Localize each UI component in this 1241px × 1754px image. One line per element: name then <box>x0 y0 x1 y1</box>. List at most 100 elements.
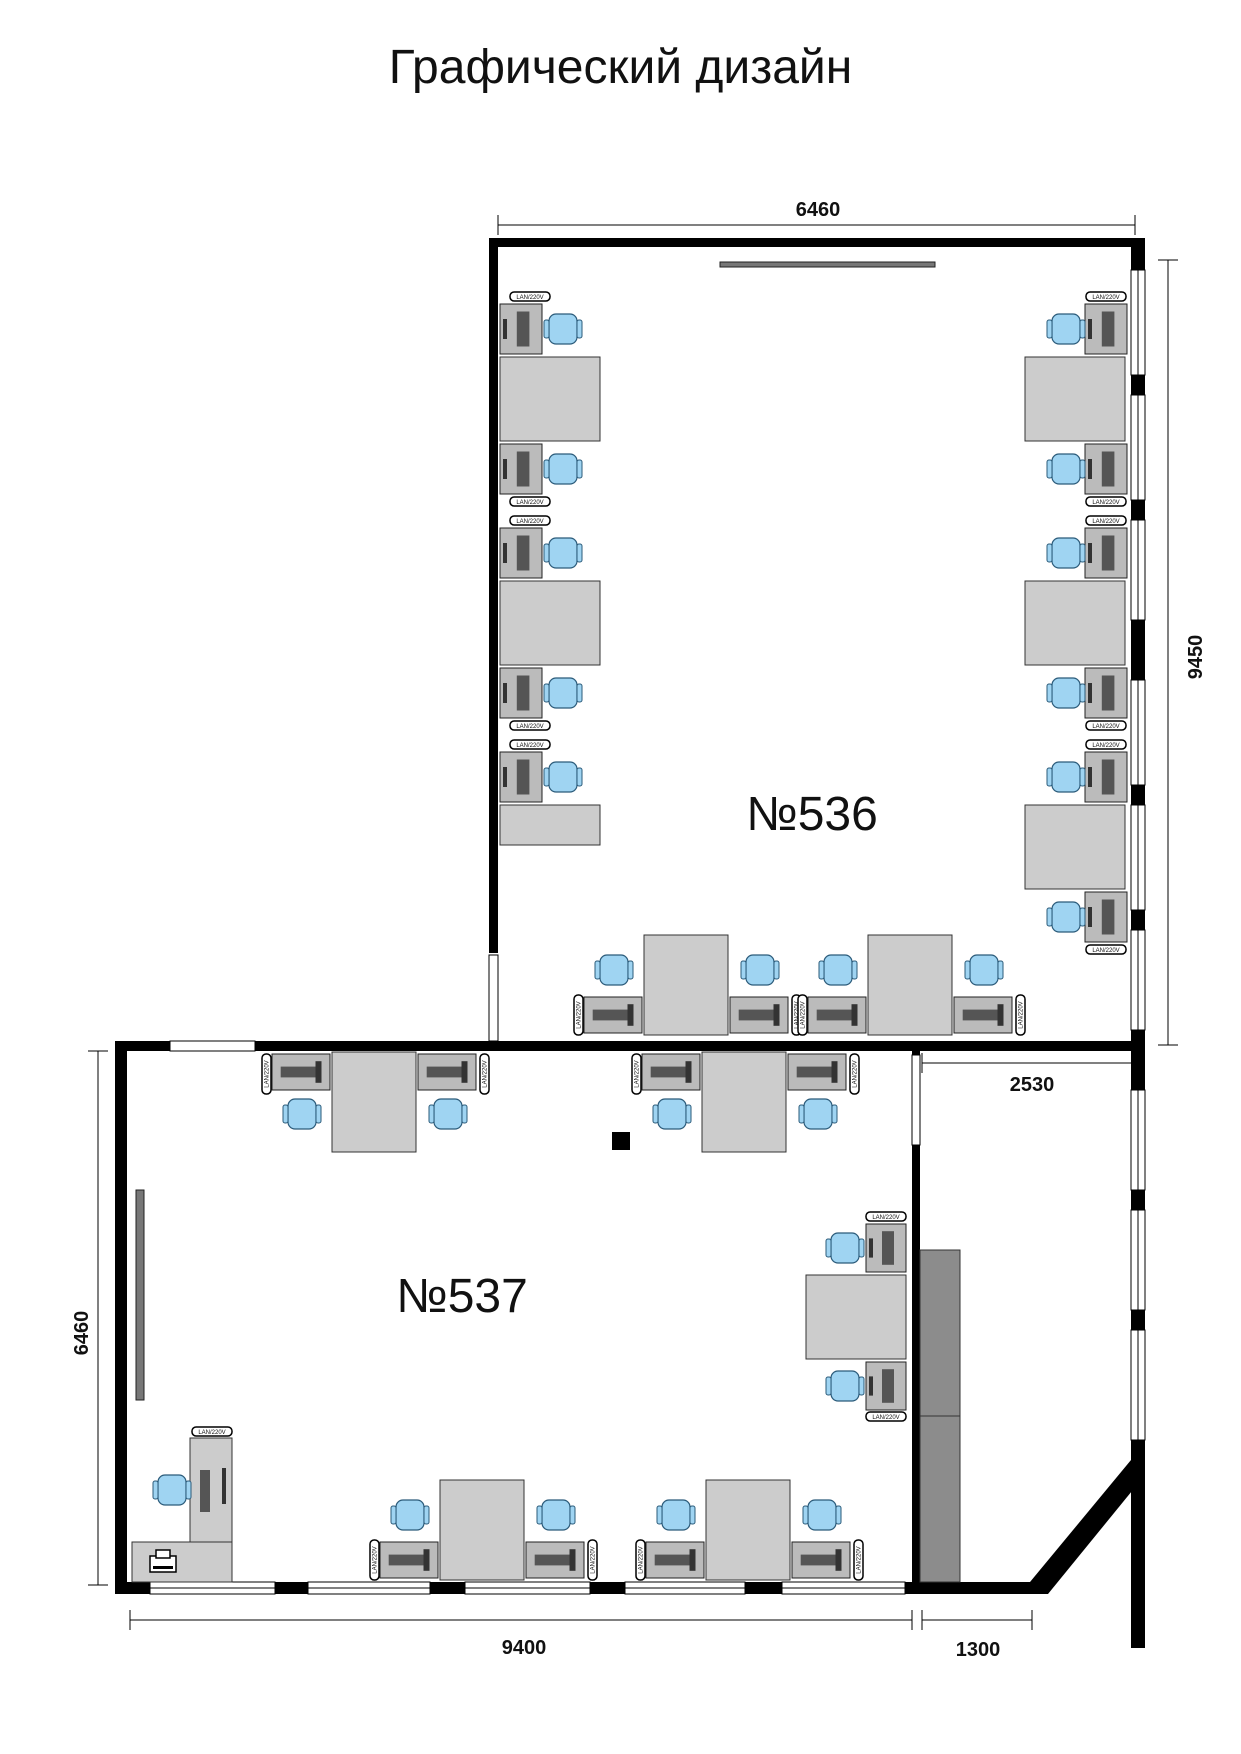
outlet: LAN/220V <box>509 291 551 302</box>
desk <box>1024 356 1126 442</box>
outlet-label: LAN/220V <box>1092 743 1119 749</box>
outlet: LAN/220V <box>797 994 808 1036</box>
chair-seat <box>1051 453 1081 485</box>
page-title: Графический дизайн <box>388 41 853 94</box>
tower <box>689 1549 696 1571</box>
outlet-label: LAN/220V <box>801 1001 807 1028</box>
chair-seat <box>395 1499 425 1531</box>
chair-seat <box>1051 677 1081 709</box>
outlet: LAN/220V <box>865 1411 907 1422</box>
keyboard <box>503 319 507 339</box>
chair-arm <box>1079 319 1086 339</box>
chair-arm <box>569 1505 576 1525</box>
monitor <box>816 1009 858 1021</box>
keyboard <box>1088 907 1092 927</box>
keyboard <box>1088 543 1092 563</box>
computer <box>499 527 543 579</box>
wall <box>489 238 498 953</box>
whiteboard <box>135 1189 145 1401</box>
outlet-box <box>1085 291 1127 302</box>
door-opening <box>488 954 499 1042</box>
chair <box>656 1499 696 1531</box>
outlet-label: LAN/220V <box>516 724 543 730</box>
chair-seat <box>1051 901 1081 933</box>
outlet-box <box>635 1539 646 1581</box>
chair-arm <box>576 543 583 563</box>
chair-arm <box>1079 907 1086 927</box>
windows <box>149 269 1146 1595</box>
monitor <box>534 1554 576 1566</box>
chair <box>1046 677 1086 709</box>
computer <box>791 1541 851 1579</box>
desk <box>1024 580 1126 666</box>
chair-arm <box>685 1104 692 1124</box>
outlet: LAN/220V <box>865 1211 907 1222</box>
outlet-label: LAN/220V <box>1019 1001 1025 1028</box>
computer <box>1084 891 1128 943</box>
outlet-box <box>865 1211 907 1222</box>
outlet: LAN/220V <box>1085 739 1127 750</box>
keyboard <box>1088 683 1092 703</box>
chair-arm <box>831 1104 838 1124</box>
chair-arm <box>185 1480 192 1500</box>
dim-corner-width: 1300 <box>956 1639 1001 1661</box>
tower <box>773 1004 780 1026</box>
chair-arm <box>543 459 550 479</box>
chair-arm <box>802 1505 809 1525</box>
dim-lower-height: 6460 <box>71 1311 93 1356</box>
outlet-box <box>509 720 551 731</box>
chair-seat <box>548 313 578 345</box>
outlet-box <box>509 739 551 750</box>
chair-seat <box>433 1098 463 1130</box>
column <box>612 1132 630 1150</box>
tower <box>997 1004 1004 1026</box>
monitor <box>280 1066 322 1078</box>
outlet: LAN/220V <box>509 496 551 507</box>
dim-upper-width: 6460 <box>796 199 841 221</box>
chair-arm <box>773 960 780 980</box>
chair-arm <box>1079 683 1086 703</box>
chair <box>1046 901 1086 933</box>
computer <box>865 1361 907 1411</box>
chair-seat <box>1051 313 1081 345</box>
computer <box>1084 527 1128 579</box>
chair-seat <box>157 1474 187 1506</box>
chair <box>282 1098 322 1130</box>
outlet-label: LAN/220V <box>1092 295 1119 301</box>
outlet: LAN/220V <box>849 1053 860 1095</box>
monitor <box>738 1009 780 1021</box>
chair-arm <box>964 960 971 980</box>
chair <box>825 1232 865 1264</box>
chair <box>543 313 583 345</box>
chair-seat <box>830 1370 860 1402</box>
chair-arm <box>461 1104 468 1124</box>
tower <box>461 1061 468 1083</box>
wall-corner <box>1030 1460 1145 1594</box>
desk <box>701 1051 787 1153</box>
outlet-label: LAN/220V <box>857 1546 863 1573</box>
chair-arm <box>1046 683 1053 703</box>
computer <box>729 996 789 1034</box>
chair-seat <box>830 1232 860 1264</box>
chair-arm <box>858 1238 865 1258</box>
outlet-label: LAN/220V <box>639 1546 645 1573</box>
chair <box>543 677 583 709</box>
monitor <box>1101 759 1115 795</box>
chair-arm <box>536 1505 543 1525</box>
outlet-box <box>587 1539 598 1581</box>
chair-arm <box>1046 543 1053 563</box>
chair-seat <box>803 1098 833 1130</box>
outlet-label: LAN/220V <box>1092 948 1119 954</box>
outlet-box <box>1085 515 1127 526</box>
chair-arm <box>315 1104 322 1124</box>
chair <box>536 1499 576 1531</box>
chair <box>1046 453 1086 485</box>
chair <box>818 954 858 986</box>
door-opening <box>911 1054 921 1146</box>
monitor <box>1101 311 1115 347</box>
computer <box>645 1541 705 1579</box>
wall <box>489 238 1139 247</box>
chair-arm <box>576 683 583 703</box>
chair <box>1046 537 1086 569</box>
desk <box>439 1479 525 1581</box>
